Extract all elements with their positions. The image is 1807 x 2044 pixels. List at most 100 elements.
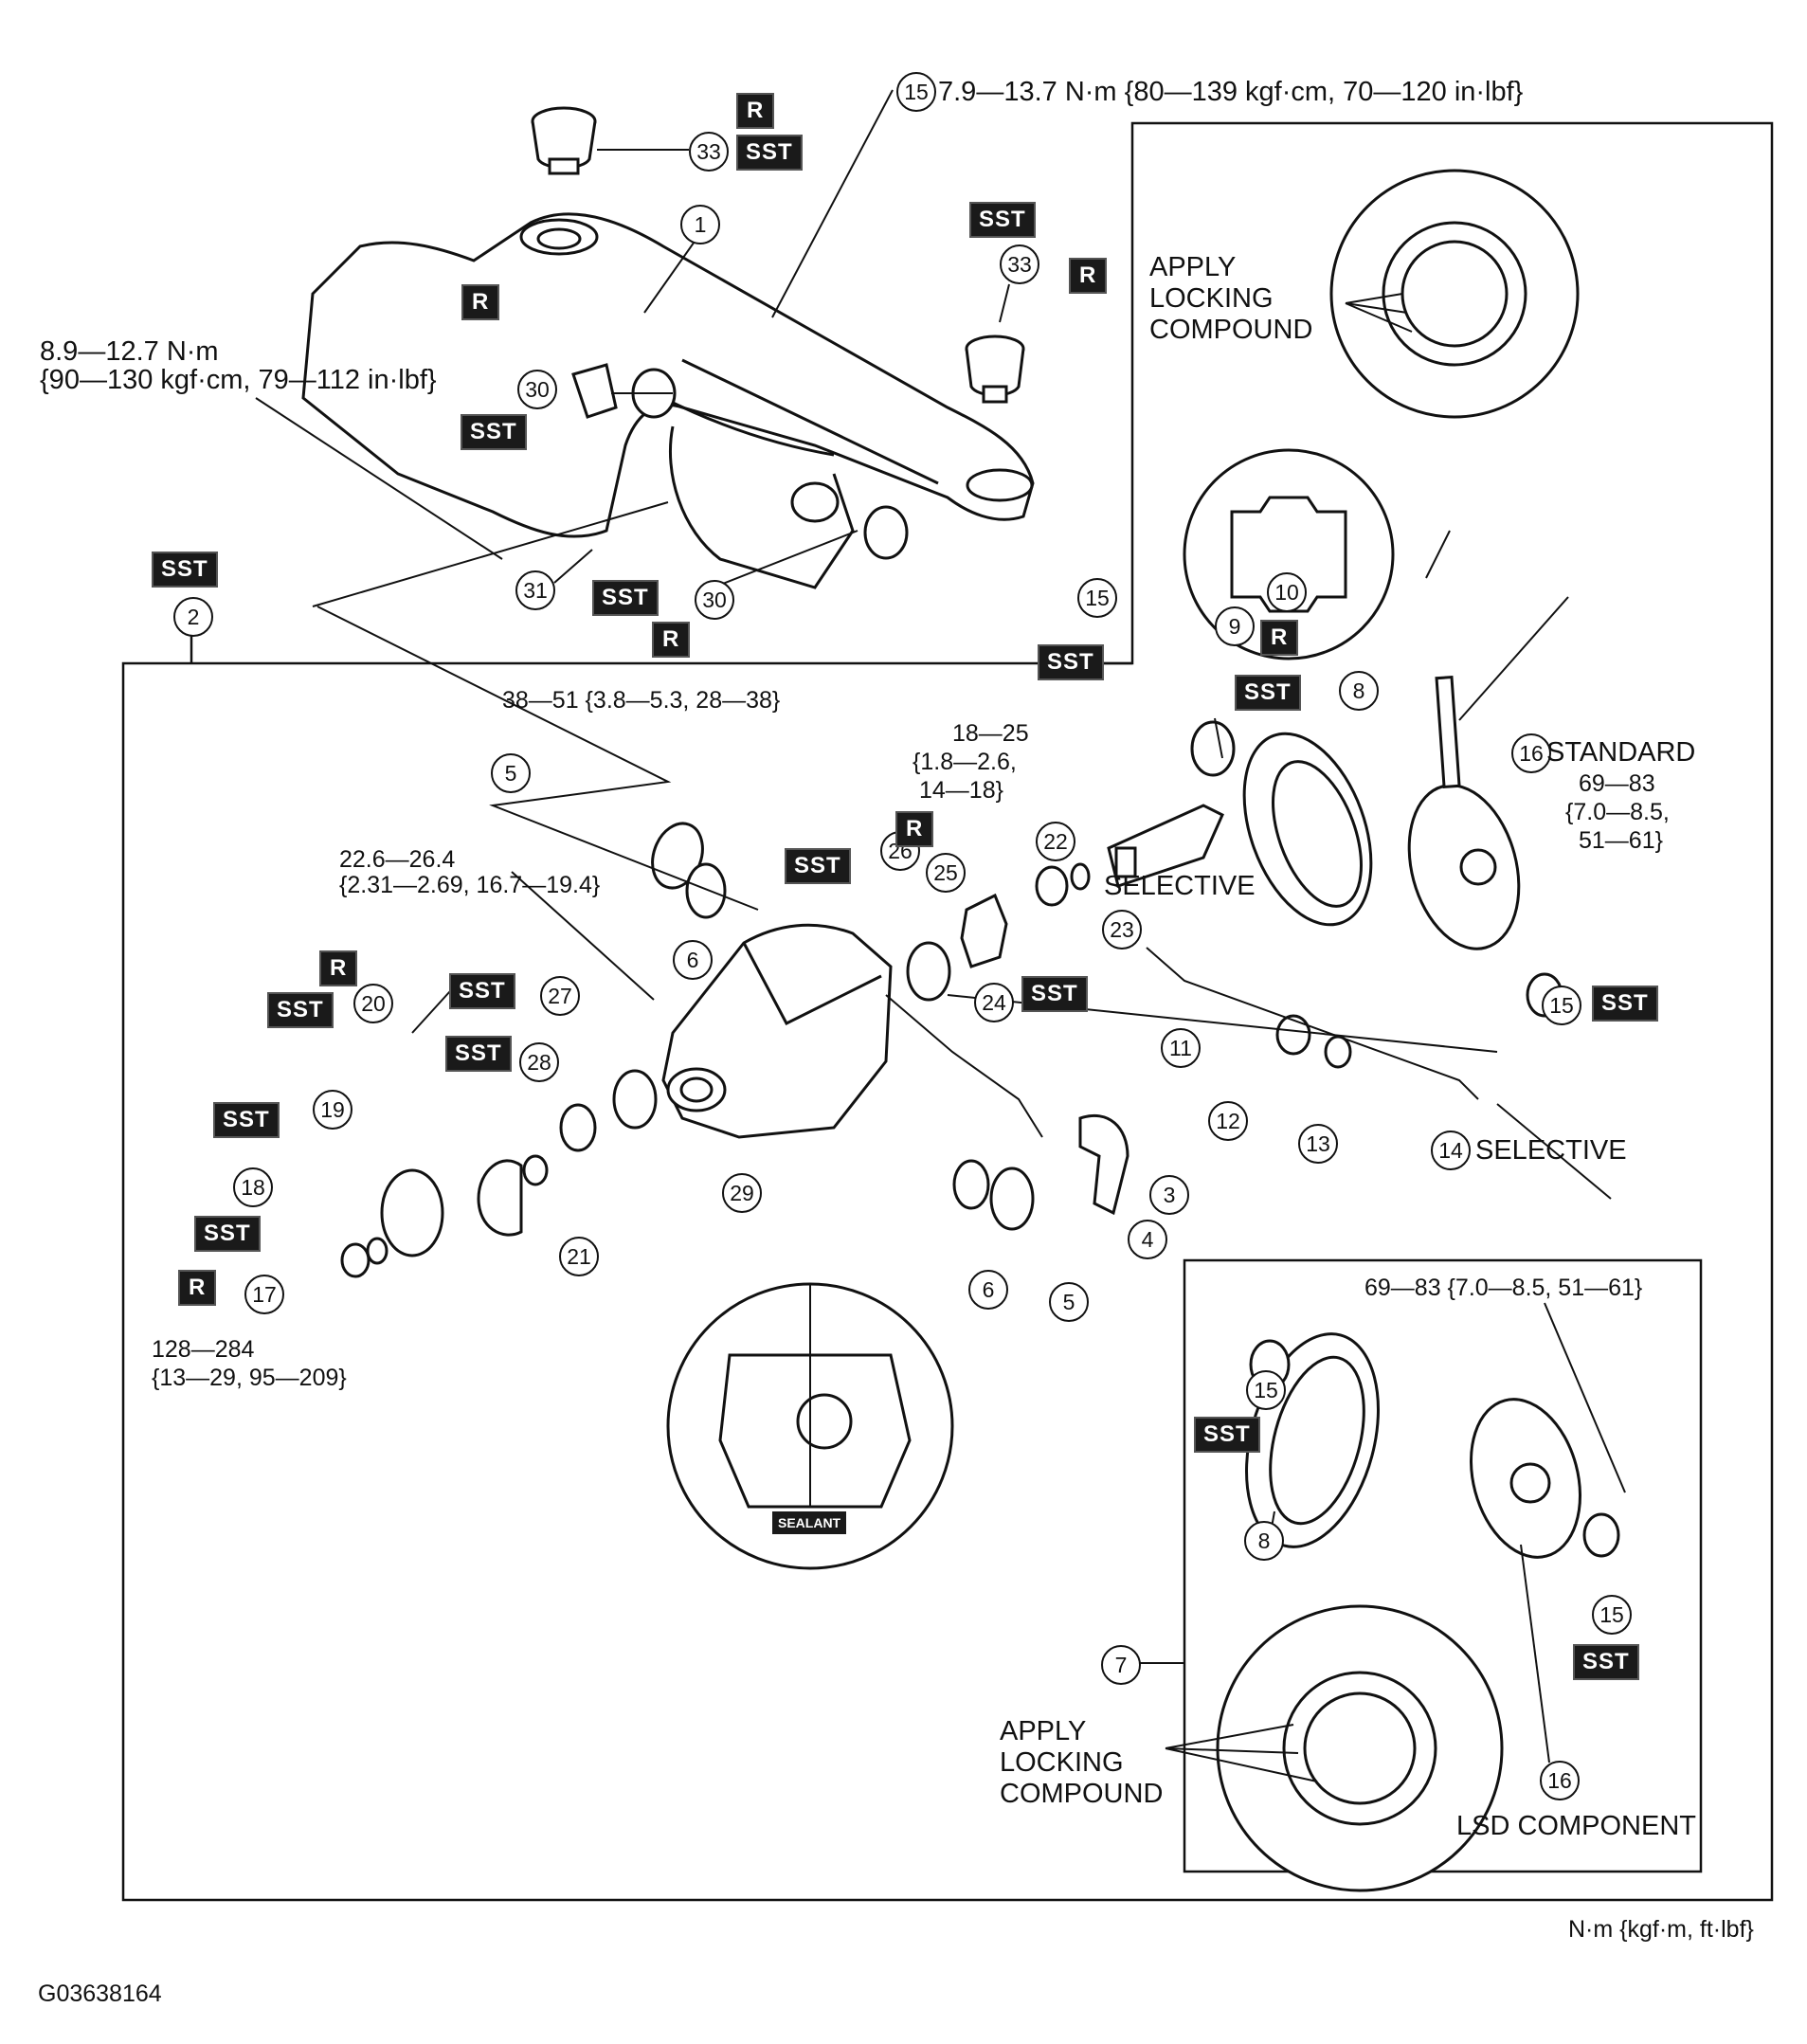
part-number-31: 31 [515, 570, 555, 610]
torque-label-ring-1: 69—83 [1579, 770, 1655, 797]
part-number-11: 11 [1161, 1028, 1201, 1068]
sst-badge-15-lsd-right: SST [1573, 1644, 1639, 1680]
sst-badge-8: SST [1235, 675, 1301, 711]
part-number-33-right: 33 [1000, 244, 1039, 284]
sst-badge-30: SST [592, 580, 659, 616]
sst-badge-27: SST [449, 973, 515, 1009]
part-number-10: 10 [1267, 572, 1307, 612]
torque-label-ring-3: 51—61} [1579, 827, 1663, 854]
r-badge-20: R [319, 950, 358, 986]
sst-badge-20: SST [267, 992, 334, 1028]
torque-label-nut-2: {13—29, 95—209} [152, 1365, 347, 1391]
r-badge-right-bushing: R [1069, 258, 1108, 294]
part-number-24: 24 [974, 983, 1014, 1022]
note-standard: STANDARD [1546, 737, 1696, 768]
sst-badge-24: SST [1021, 976, 1088, 1012]
sealant-badge: SEALANT [772, 1511, 847, 1534]
figure-id: G03638164 [38, 1981, 162, 2007]
leader-lines [255, 89, 1626, 1782]
part-number-9: 9 [1215, 606, 1255, 646]
small-components [340, 363, 1620, 1558]
part-number-5-top: 5 [491, 753, 531, 793]
torque-label-32: 7.9—13.7 N·m {80—139 kgf·cm, 70—120 in·l… [938, 77, 1524, 107]
drive-pinion-illustration [1107, 804, 1224, 888]
ring-gear-illustration [1242, 675, 1521, 950]
note-compound-lsd: COMPOUND [1000, 1779, 1164, 1809]
part-number-15-right: 15 [1542, 986, 1581, 1025]
note-apply-top: APPLY [1149, 252, 1237, 282]
sst-badge-carrier: SST [152, 552, 218, 588]
part-number-27: 27 [540, 976, 580, 1016]
torque-label-cap-bolt: 38—51 {3.8—5.3, 28—38} [502, 687, 781, 714]
r-badge-26: R [895, 811, 934, 847]
note-locking-lsd: LOCKING [1000, 1747, 1124, 1778]
sst-badge-19: SST [213, 1102, 280, 1138]
part-number-12: 12 [1208, 1101, 1248, 1141]
part-number-4: 4 [1128, 1220, 1167, 1259]
note-lsd-component: LSD COMPONENT [1456, 1811, 1696, 1841]
part-number-16-lsd: 16 [1540, 1761, 1580, 1800]
bushing-illustration [531, 106, 1025, 404]
sst-badge-18: SST [194, 1216, 261, 1252]
part-number-18: 18 [233, 1167, 273, 1207]
torque-label-31-line1: 8.9—12.7 N·m [40, 336, 219, 367]
part-number-5-lower: 5 [1049, 1282, 1089, 1322]
part-number-29: 29 [722, 1173, 762, 1213]
torque-label-ring-2: {7.0—8.5, [1565, 799, 1670, 825]
part-number-15-lsd: 15 [1246, 1370, 1286, 1410]
torque-label-31-line2: {90—130 kgf·cm, 79—112 in·lbf} [40, 365, 437, 395]
part-number-15-lsd-right: 15 [1592, 1595, 1632, 1635]
part-number-32: 15 [896, 72, 936, 112]
sst-badge-cover: SST [785, 848, 851, 884]
torque-label-nut-1: 128—284 [152, 1336, 255, 1363]
part-number-21: 21 [559, 1237, 599, 1276]
torque-label-small-2: {1.8—2.6, [913, 749, 1017, 775]
sst-badge-right-bushing: SST [969, 202, 1036, 238]
sst-badge-oil-seal: SST [461, 414, 527, 450]
part-number-16: 16 [1511, 733, 1551, 773]
part-number-23: 23 [1102, 910, 1142, 950]
r-badge-30: R [652, 622, 691, 658]
r-badge-top: R [736, 93, 775, 129]
torque-label-small-3: 14—18} [919, 777, 1003, 804]
sst-badge-15-right: SST [1592, 986, 1658, 1022]
torque-label-cover-1: 22.6—26.4 [339, 846, 456, 873]
part-number-8: 8 [1339, 671, 1379, 711]
part-number-6-lower: 6 [968, 1270, 1008, 1310]
r-badge-oil-seal: R [461, 284, 500, 320]
main-frame-line [121, 121, 1774, 1902]
part-number-20: 20 [353, 984, 393, 1023]
note-selective-22: SELECTIVE [1104, 871, 1256, 901]
part-number-28: 28 [519, 1042, 559, 1082]
part-number-15-top: 15 [1077, 578, 1117, 618]
torque-label-lsd: 69—83 {7.0—8.5, 51—61} [1364, 1275, 1643, 1301]
part-number-14: 14 [1431, 1131, 1471, 1170]
note-locking-top: LOCKING [1149, 283, 1274, 314]
sst-badge-top: SST [736, 135, 803, 171]
carrier-illustration [661, 923, 893, 1139]
units-legend: N·m {kgf·m, ft·lbf} [1568, 1916, 1754, 1943]
part-number-2: 2 [173, 597, 213, 637]
part-number-30: 30 [517, 370, 557, 409]
part-number-8-lsd: 8 [1244, 1521, 1284, 1561]
part-number-6-top: 6 [673, 940, 713, 980]
sst-badge-28: SST [445, 1036, 512, 1072]
detail-circles [666, 169, 1582, 1892]
lsd-inset-frame [1183, 1258, 1703, 1873]
torque-label-small-1: 18—25 [952, 720, 1029, 747]
note-selective-14: SELECTIVE [1475, 1135, 1627, 1166]
part-number-33: 33 [689, 132, 729, 172]
note-compound-top: COMPOUND [1149, 315, 1313, 345]
part-number-1: 1 [680, 205, 720, 244]
part-number-19: 19 [313, 1090, 352, 1130]
sst-badge-frame: SST [1038, 644, 1104, 680]
part-number-30-lower: 30 [695, 580, 734, 620]
part-number-22: 22 [1036, 822, 1075, 861]
r-badge-17: R [178, 1270, 217, 1306]
torque-label-cover-2: {2.31—2.69, 16.7—19.4} [339, 872, 601, 898]
note-apply-lsd: APPLY [1000, 1716, 1087, 1746]
part-number-13: 13 [1298, 1124, 1338, 1164]
part-number-7: 7 [1101, 1645, 1141, 1685]
